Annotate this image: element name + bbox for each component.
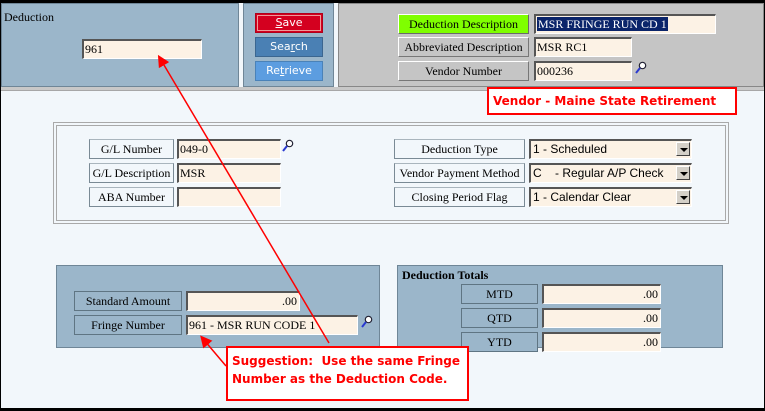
closing-period-flag-label: Closing Period Flag xyxy=(394,187,525,207)
retrieve-accel: t xyxy=(279,64,285,77)
deduction-description-value: MSR FRINGE RUN CD 1 xyxy=(537,17,668,31)
fringe-lookup-magnifier-icon[interactable] xyxy=(361,315,373,329)
qtd-input[interactable]: .00 xyxy=(542,308,661,328)
fringe-number-label: Fringe Number xyxy=(74,315,182,335)
gl-number-label: G/L Number xyxy=(89,139,174,159)
gl-description-label: G/L Description xyxy=(89,163,174,183)
closing-period-flag-chevron-down-icon[interactable] xyxy=(676,190,690,204)
gl-lookup-magnifier-icon[interactable] xyxy=(282,139,294,153)
mtd-label: MTD xyxy=(461,284,538,304)
header-separator xyxy=(1,87,764,91)
gl-number-input[interactable]: 049-0 xyxy=(177,139,281,159)
abbreviated-description-label: Abbreviated Description xyxy=(398,37,529,57)
aba-number-label: ABA Number xyxy=(89,187,174,207)
suggestion-line-1: Suggestion: Use the same Fringe xyxy=(232,354,461,368)
mtd-input[interactable]: .00 xyxy=(542,284,661,304)
retrieve-pre: Re xyxy=(266,64,280,77)
vendor-payment-method-chevron-down-icon[interactable] xyxy=(676,166,690,180)
standard-amount-label: Standard Amount xyxy=(74,291,182,311)
retrieve-button[interactable]: Retrieve xyxy=(255,61,323,81)
vendor-payment-method-select[interactable]: C - Regular A/P Check xyxy=(529,163,692,183)
search-rest: ch xyxy=(294,40,308,53)
save-accel: S xyxy=(275,16,283,29)
deduction-type-value: 1 - Scheduled xyxy=(533,142,608,156)
description-panel: Deduction Description MSR FRINGE RUN CD … xyxy=(338,3,764,87)
search-button[interactable]: Search xyxy=(255,37,323,57)
annotation-arrows xyxy=(157,54,330,367)
abbreviated-description-input[interactable]: MSR RC1 xyxy=(534,37,632,57)
deduction-window: Deduction 961 Save Search Retrieve Deduc… xyxy=(1,3,764,408)
deduction-code-panel: Deduction 961 xyxy=(1,3,239,87)
vendor-number-input[interactable]: 000236 xyxy=(534,61,632,81)
vendor-payment-method-label: Vendor Payment Method xyxy=(394,163,525,183)
vendor-annotation: Vendor - Maine State Retirement xyxy=(487,87,737,115)
qtd-label: QTD xyxy=(461,308,538,328)
gl-description-input[interactable]: MSR xyxy=(177,163,281,183)
vendor-number-label: Vendor Number xyxy=(398,61,529,81)
deduction-label: Deduction xyxy=(4,10,54,24)
deduction-code-input[interactable]: 961 xyxy=(82,39,202,59)
vendor-payment-method-value: C - Regular A/P Check xyxy=(533,166,664,180)
closing-period-flag-select[interactable]: 1 - Calendar Clear xyxy=(529,187,692,207)
arrow-to-deduction-code xyxy=(157,54,330,344)
gl-details-group xyxy=(53,122,729,224)
search-pre: Sea xyxy=(270,40,291,53)
action-buttons-panel: Save Search Retrieve xyxy=(243,3,334,87)
save-rest: ave xyxy=(282,16,303,29)
closing-period-flag-value: 1 - Calendar Clear xyxy=(533,190,632,204)
standard-amount-input[interactable]: .00 xyxy=(186,291,300,311)
suggestion-line-2: Number as the Deduction Code. xyxy=(232,372,448,386)
deduction-totals-title: Deduction Totals xyxy=(402,268,489,282)
search-accel: r xyxy=(290,40,295,53)
suggestion-annotation: Suggestion: Use the same Fringe Number a… xyxy=(226,346,469,401)
deduction-type-label: Deduction Type xyxy=(394,139,525,159)
arrow-to-fringe-number xyxy=(200,335,227,367)
aba-number-input[interactable] xyxy=(177,187,281,207)
deduction-description-label: Deduction Description xyxy=(398,14,529,34)
deduction-type-chevron-down-icon[interactable] xyxy=(676,142,690,156)
deduction-type-select[interactable]: 1 - Scheduled xyxy=(529,139,692,159)
deduction-description-input[interactable]: MSR FRINGE RUN CD 1 xyxy=(534,14,716,34)
retrieve-rest: rieve xyxy=(284,64,312,77)
ytd-label: YTD xyxy=(461,332,538,352)
vendor-lookup-magnifier-icon[interactable] xyxy=(635,61,647,75)
ytd-input[interactable]: .00 xyxy=(542,332,661,352)
save-button[interactable]: Save xyxy=(255,13,323,33)
